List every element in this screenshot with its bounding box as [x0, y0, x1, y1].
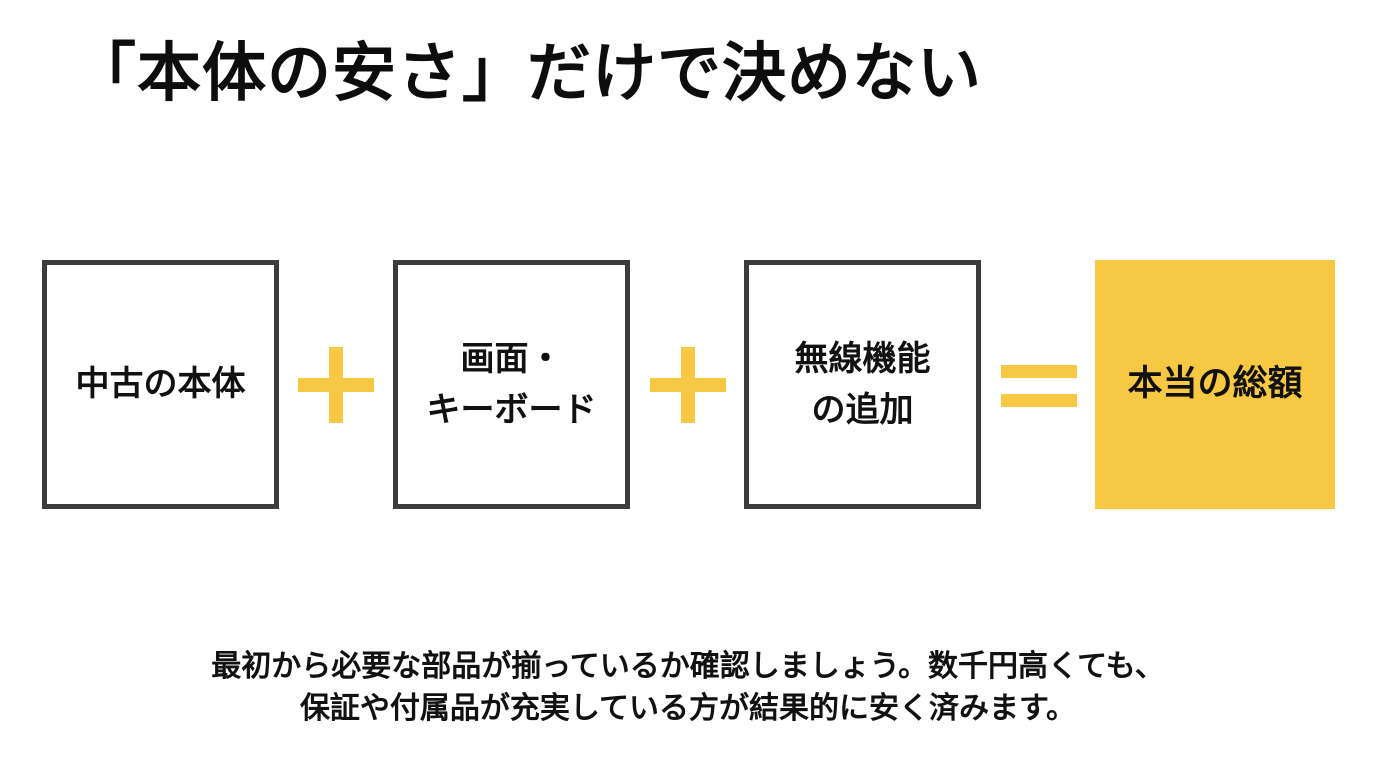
caption-line-1: 最初から必要な部品が揃っているか確認しましょう。数千円高くても、: [211, 649, 1165, 684]
caption-line-2: 保証や付属品が充実している方が結果的に安く済みます。: [299, 691, 1077, 726]
equals-icon: [1001, 365, 1077, 407]
item-box-screen-keyboard: 画面・ キーボード: [393, 260, 630, 509]
result-box-true-total: 本当の総額: [1095, 260, 1335, 509]
caption: 最初から必要な部品が揃っているか確認しましょう。数千円高くても、 保証や付属品が…: [0, 646, 1376, 730]
item-box-used-body: 中古の本体: [42, 260, 279, 509]
plus-icon: [298, 347, 374, 423]
page-title: 「本体の安さ」だけで決めない: [72, 37, 982, 111]
item-box-wireless-addon: 無線機能 の追加: [744, 260, 981, 509]
plus-icon: [650, 347, 726, 423]
